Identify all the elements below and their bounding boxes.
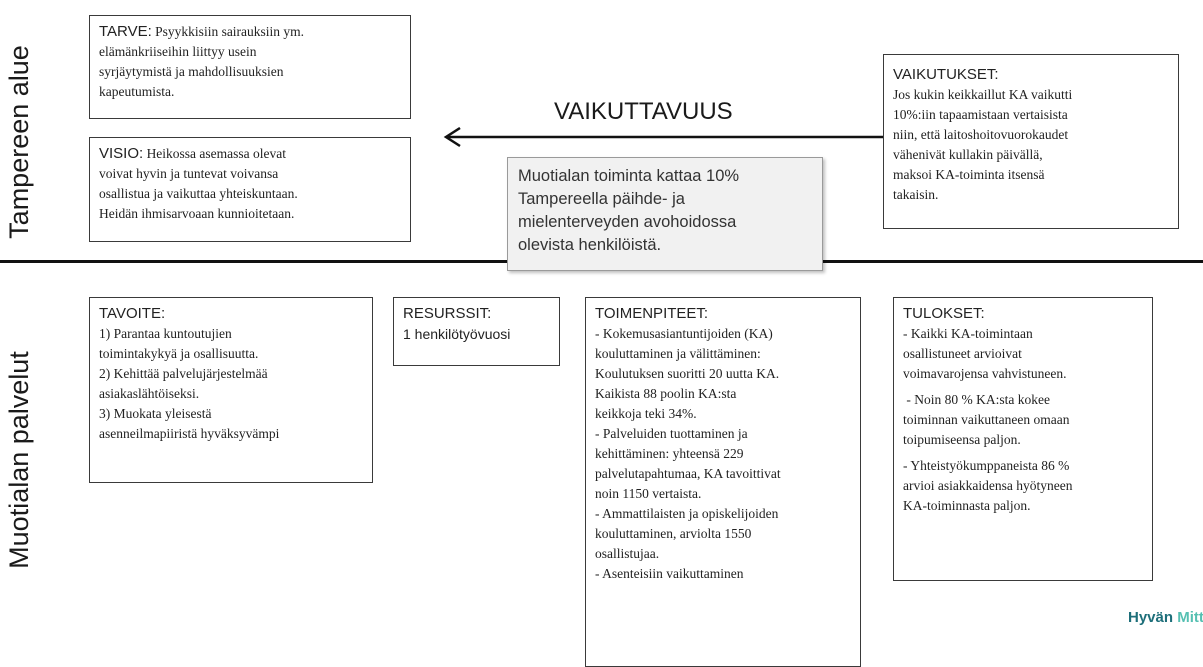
impacts-header: VAIKUTUKSET: xyxy=(893,66,999,83)
vision-line: osallistua ja vaikuttaa yhteiskuntaan. xyxy=(99,186,298,201)
goal-line: toimintakykyä ja osallisuutta. xyxy=(99,346,259,361)
goal-box: TAVOITE: 1) Parantaa kuntoutujien toimin… xyxy=(89,297,373,483)
impacts-line: 10%:iin tapaamistaan vertaisista xyxy=(893,107,1068,122)
vision-line: voivat hyvin ja tuntevat voivansa xyxy=(99,166,279,181)
results-line: - Yhteistyökumppaneista 86 % xyxy=(903,458,1070,473)
results-item: - Kaikki KA-toimintaan osallistuneet arv… xyxy=(903,324,1144,384)
coverage-line: Tampereella päihde- ja xyxy=(518,190,685,208)
actions-line: kouluttaminen, arviolta 1550 xyxy=(595,526,752,541)
coverage-line: Muotialan toiminta kattaa 10% xyxy=(518,167,740,185)
actions-header: TOIMENPITEET: xyxy=(595,305,709,322)
results-line: KA-toiminnasta paljon. xyxy=(903,498,1031,513)
results-line: toiminnan vaikuttaneen omaan xyxy=(903,412,1070,427)
need-box: TARVE: Psyykkisiin sairauksiin ym. elämä… xyxy=(89,15,411,119)
vision-box: VISIO: Heikossa asemassa olevat voivat h… xyxy=(89,137,411,242)
results-line: - Kaikki KA-toimintaan xyxy=(903,326,1033,341)
resources-value: 1 henkilötyövuosi xyxy=(403,326,511,342)
goal-line: 3) Muokata yleisestä xyxy=(99,406,212,421)
vision-line: Heikossa asemassa olevat xyxy=(146,146,287,161)
need-line: syrjäytymistä ja mahdollisuuksien xyxy=(99,64,284,79)
actions-line: - Kokemusasiantuntijoiden (KA) xyxy=(595,326,773,341)
coverage-box: Muotialan toiminta kattaa 10% Tampereell… xyxy=(507,157,823,271)
actions-line: palvelutapahtumaa, KA tavoittivat xyxy=(595,466,781,481)
need-header: TARVE: xyxy=(99,23,152,40)
need-line: Psyykkisiin sairauksiin ym. xyxy=(155,24,305,39)
coverage-line: mielenterveyden avohoidossa xyxy=(518,213,737,231)
vision-header: VISIO: xyxy=(99,145,144,162)
goal-line: asenneilmapiiristä hyväksyvämpi xyxy=(99,426,280,441)
results-item: - Yhteistyökumppaneista 86 % arvioi asia… xyxy=(903,456,1144,516)
coverage-line: olevista henkilöistä. xyxy=(518,236,662,254)
results-item: - Noin 80 % KA:sta kokee toiminnan vaiku… xyxy=(903,390,1144,450)
goal-line: 1) Parantaa kuntoutujien xyxy=(99,326,232,341)
goal-header: TAVOITE: xyxy=(99,305,166,322)
impacts-line: takaisin. xyxy=(893,187,939,202)
actions-line: Kaikista 88 poolin KA:sta xyxy=(595,386,737,401)
results-line: voimavarojensa vahvistuneen. xyxy=(903,366,1067,381)
results-header: TULOKSET: xyxy=(903,305,985,322)
actions-line: Koulutuksen suoritti 20 uutta KA. xyxy=(595,366,780,381)
impacts-line: maksoi KA-toiminta itsensä xyxy=(893,167,1045,182)
need-line: kapeutumista. xyxy=(99,84,175,99)
actions-line: noin 1150 vertaista. xyxy=(595,486,702,501)
goal-line: 2) Kehittää palvelujärjestelmää xyxy=(99,366,268,381)
side-label-services: Muotialan palvelut xyxy=(4,351,34,569)
results-line: - Noin 80 % KA:sta kokee xyxy=(903,392,1050,407)
actions-line: - Palveluiden tuottaminen ja xyxy=(595,426,748,441)
impacts-box: VAIKUTUKSET: Jos kukin keikkaillut KA va… xyxy=(883,54,1179,229)
resources-box: RESURSSIT: 1 henkilötyövuosi xyxy=(393,297,560,366)
results-line: osallistuneet arvioivat xyxy=(903,346,1022,361)
logo-part-2: Mitta xyxy=(1177,609,1203,626)
actions-line: osallistujaa. xyxy=(595,546,660,561)
results-box: TULOKSET: - Kaikki KA-toimintaan osallis… xyxy=(893,297,1153,581)
logo-part-1: Hyvän xyxy=(1128,609,1174,626)
diagram-title: VAIKUTTAVUUS xyxy=(554,98,733,125)
need-line: elämänkriiseihin liittyy usein xyxy=(99,44,257,59)
left-arrow-icon xyxy=(443,126,883,148)
actions-box: TOIMENPITEET: - Kokemusasiantuntijoiden … xyxy=(585,297,861,667)
actions-line: - Ammattilaisten ja opiskelijoiden xyxy=(595,506,779,521)
vision-line: Heidän ihmisarvoaan kunnioitetaan. xyxy=(99,206,295,221)
hyvan-mitta-logo: Hyvän Mitta xyxy=(1128,609,1203,626)
actions-line: keikkoja teki 34%. xyxy=(595,406,697,421)
actions-line: kouluttaminen ja välittäminen: xyxy=(595,346,761,361)
actions-line: kehittäminen: yhteensä 229 xyxy=(595,446,744,461)
actions-line: - Asenteisiin vaikuttaminen xyxy=(595,566,744,581)
impacts-line: vähenivät kullakin päivällä, xyxy=(893,147,1043,162)
goal-line: asiakaslähtöiseksi. xyxy=(99,386,200,401)
results-line: toipumiseensa paljon. xyxy=(903,432,1021,447)
results-line: arvioi asiakkaidensa hyötyneen xyxy=(903,478,1073,493)
impacts-line: Jos kukin keikkaillut KA vaikutti xyxy=(893,87,1073,102)
resources-header: RESURSSIT: xyxy=(403,305,492,322)
side-label-region: Tampereen alue xyxy=(4,45,34,239)
impacts-line: niin, että laitoshoitovuorokaudet xyxy=(893,127,1069,142)
